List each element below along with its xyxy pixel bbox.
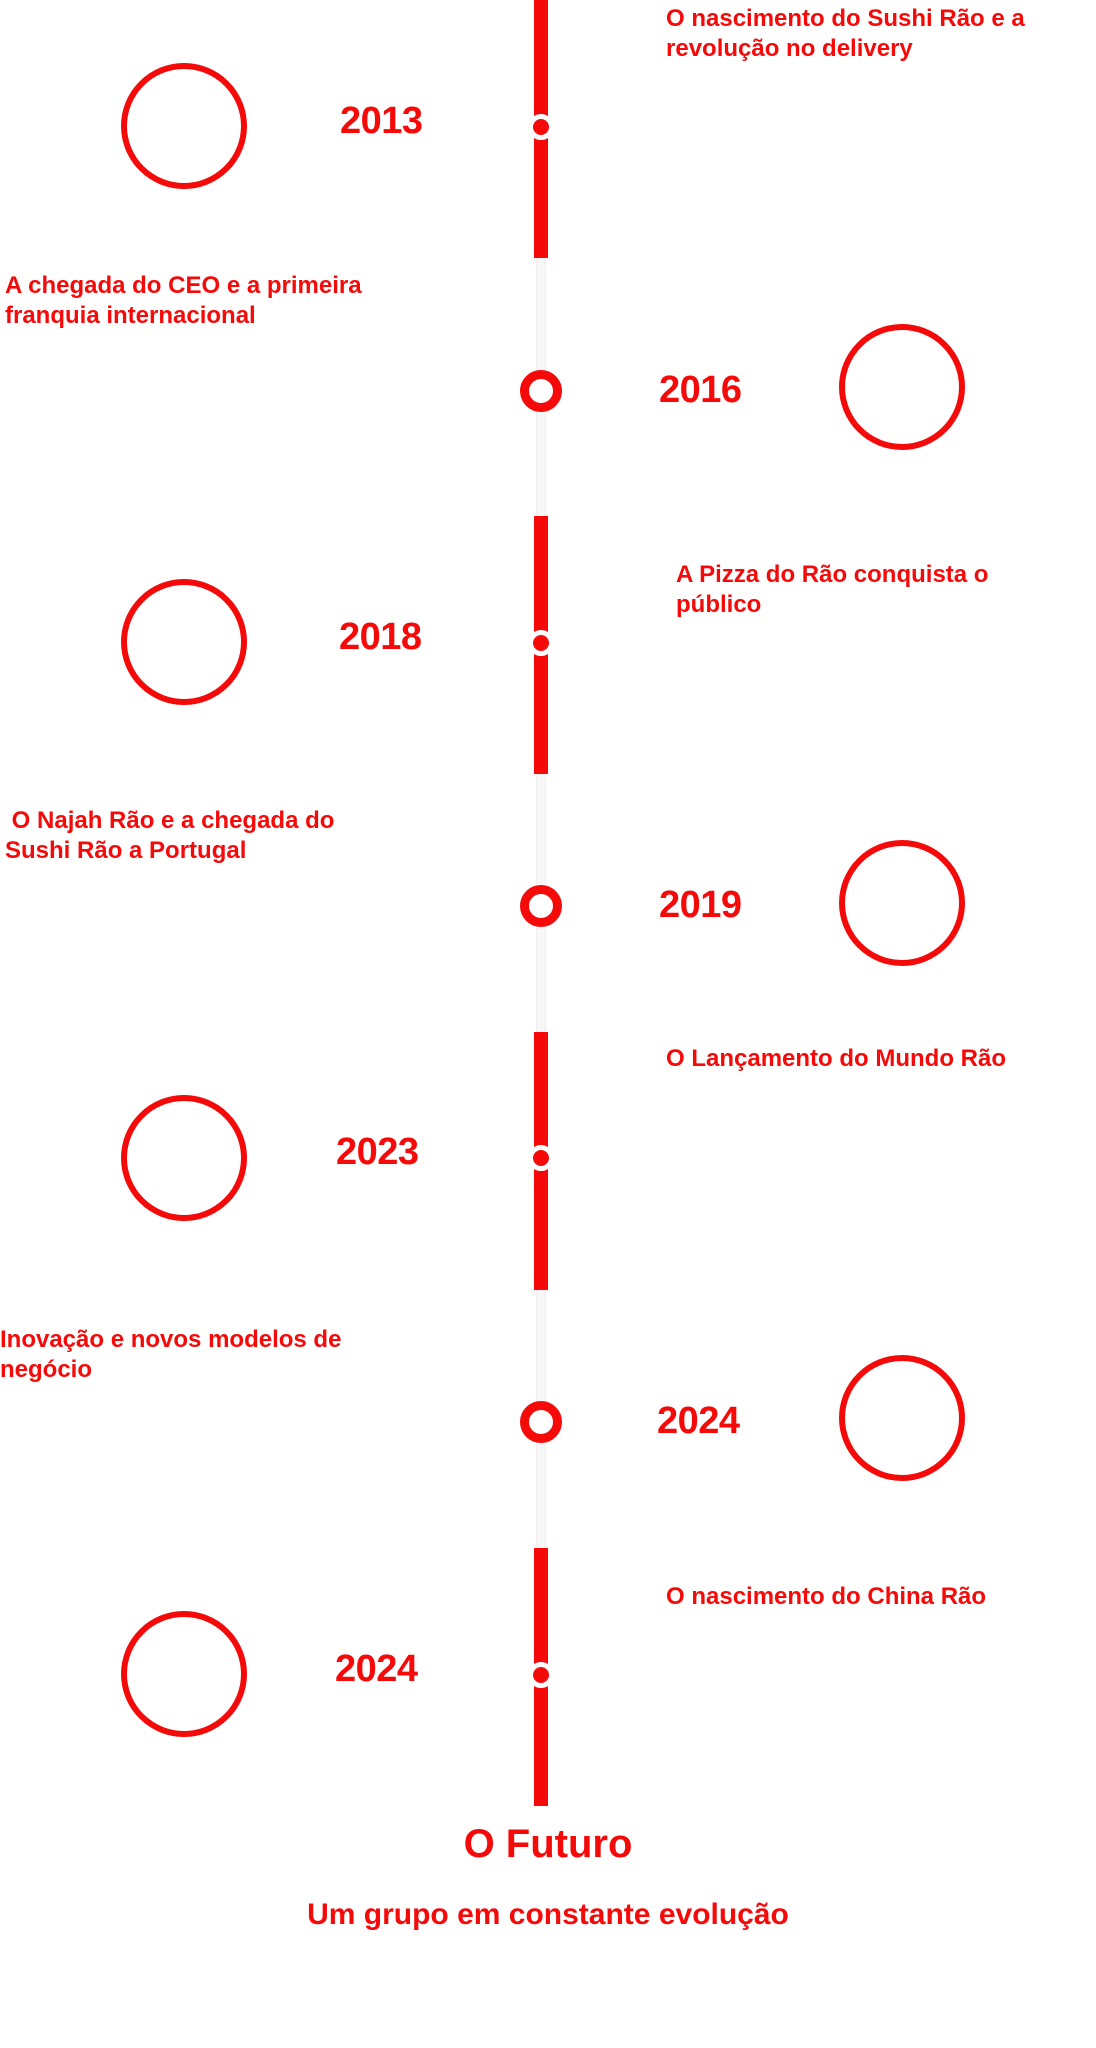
- timeline-marker-ring: [520, 1401, 562, 1443]
- entry-caption: Inovação e novos modelos de negócio: [0, 1326, 342, 1383]
- timeline-marker-dot: [528, 1145, 554, 1171]
- timeline-marker-dot: [528, 114, 554, 140]
- year-label: 2016: [659, 369, 742, 411]
- entry-caption: O nascimento do Sushi Rão e a revolução …: [666, 5, 1025, 62]
- future-heading: O Futuro: [463, 1822, 633, 1866]
- image-placeholder-circle: [121, 63, 247, 189]
- timeline-marker-dot: [528, 1662, 554, 1688]
- year-label: 2013: [340, 100, 423, 142]
- entry-caption: O Lançamento do Mundo Rão: [666, 1045, 1006, 1072]
- year-label: 2024: [335, 1648, 418, 1690]
- year-label: 2018: [339, 616, 422, 658]
- timeline-marker-dot: [528, 630, 554, 656]
- timeline-marker-ring: [520, 370, 562, 412]
- image-placeholder-circle: [839, 1355, 965, 1481]
- year-label: 2023: [336, 1131, 419, 1173]
- entry-caption: A Pizza do Rão conquista o público: [676, 561, 989, 618]
- entry-caption: A chegada do CEO e a primeira franquia i…: [5, 272, 362, 329]
- image-placeholder-circle: [121, 1095, 247, 1221]
- image-placeholder-circle: [121, 1611, 247, 1737]
- image-placeholder-circle: [121, 579, 247, 705]
- year-label: 2019: [659, 884, 742, 926]
- entry-caption: O nascimento do China Rão: [666, 1583, 987, 1610]
- entry-caption: O Najah Rão e a chegada do Sushi Rão a P…: [5, 807, 342, 864]
- year-label: 2024: [657, 1400, 740, 1442]
- timeline-marker-ring: [520, 885, 562, 927]
- future-subheading: Um grupo em constante evolução: [307, 1898, 789, 1931]
- image-placeholder-circle: [839, 840, 965, 966]
- image-placeholder-circle: [839, 324, 965, 450]
